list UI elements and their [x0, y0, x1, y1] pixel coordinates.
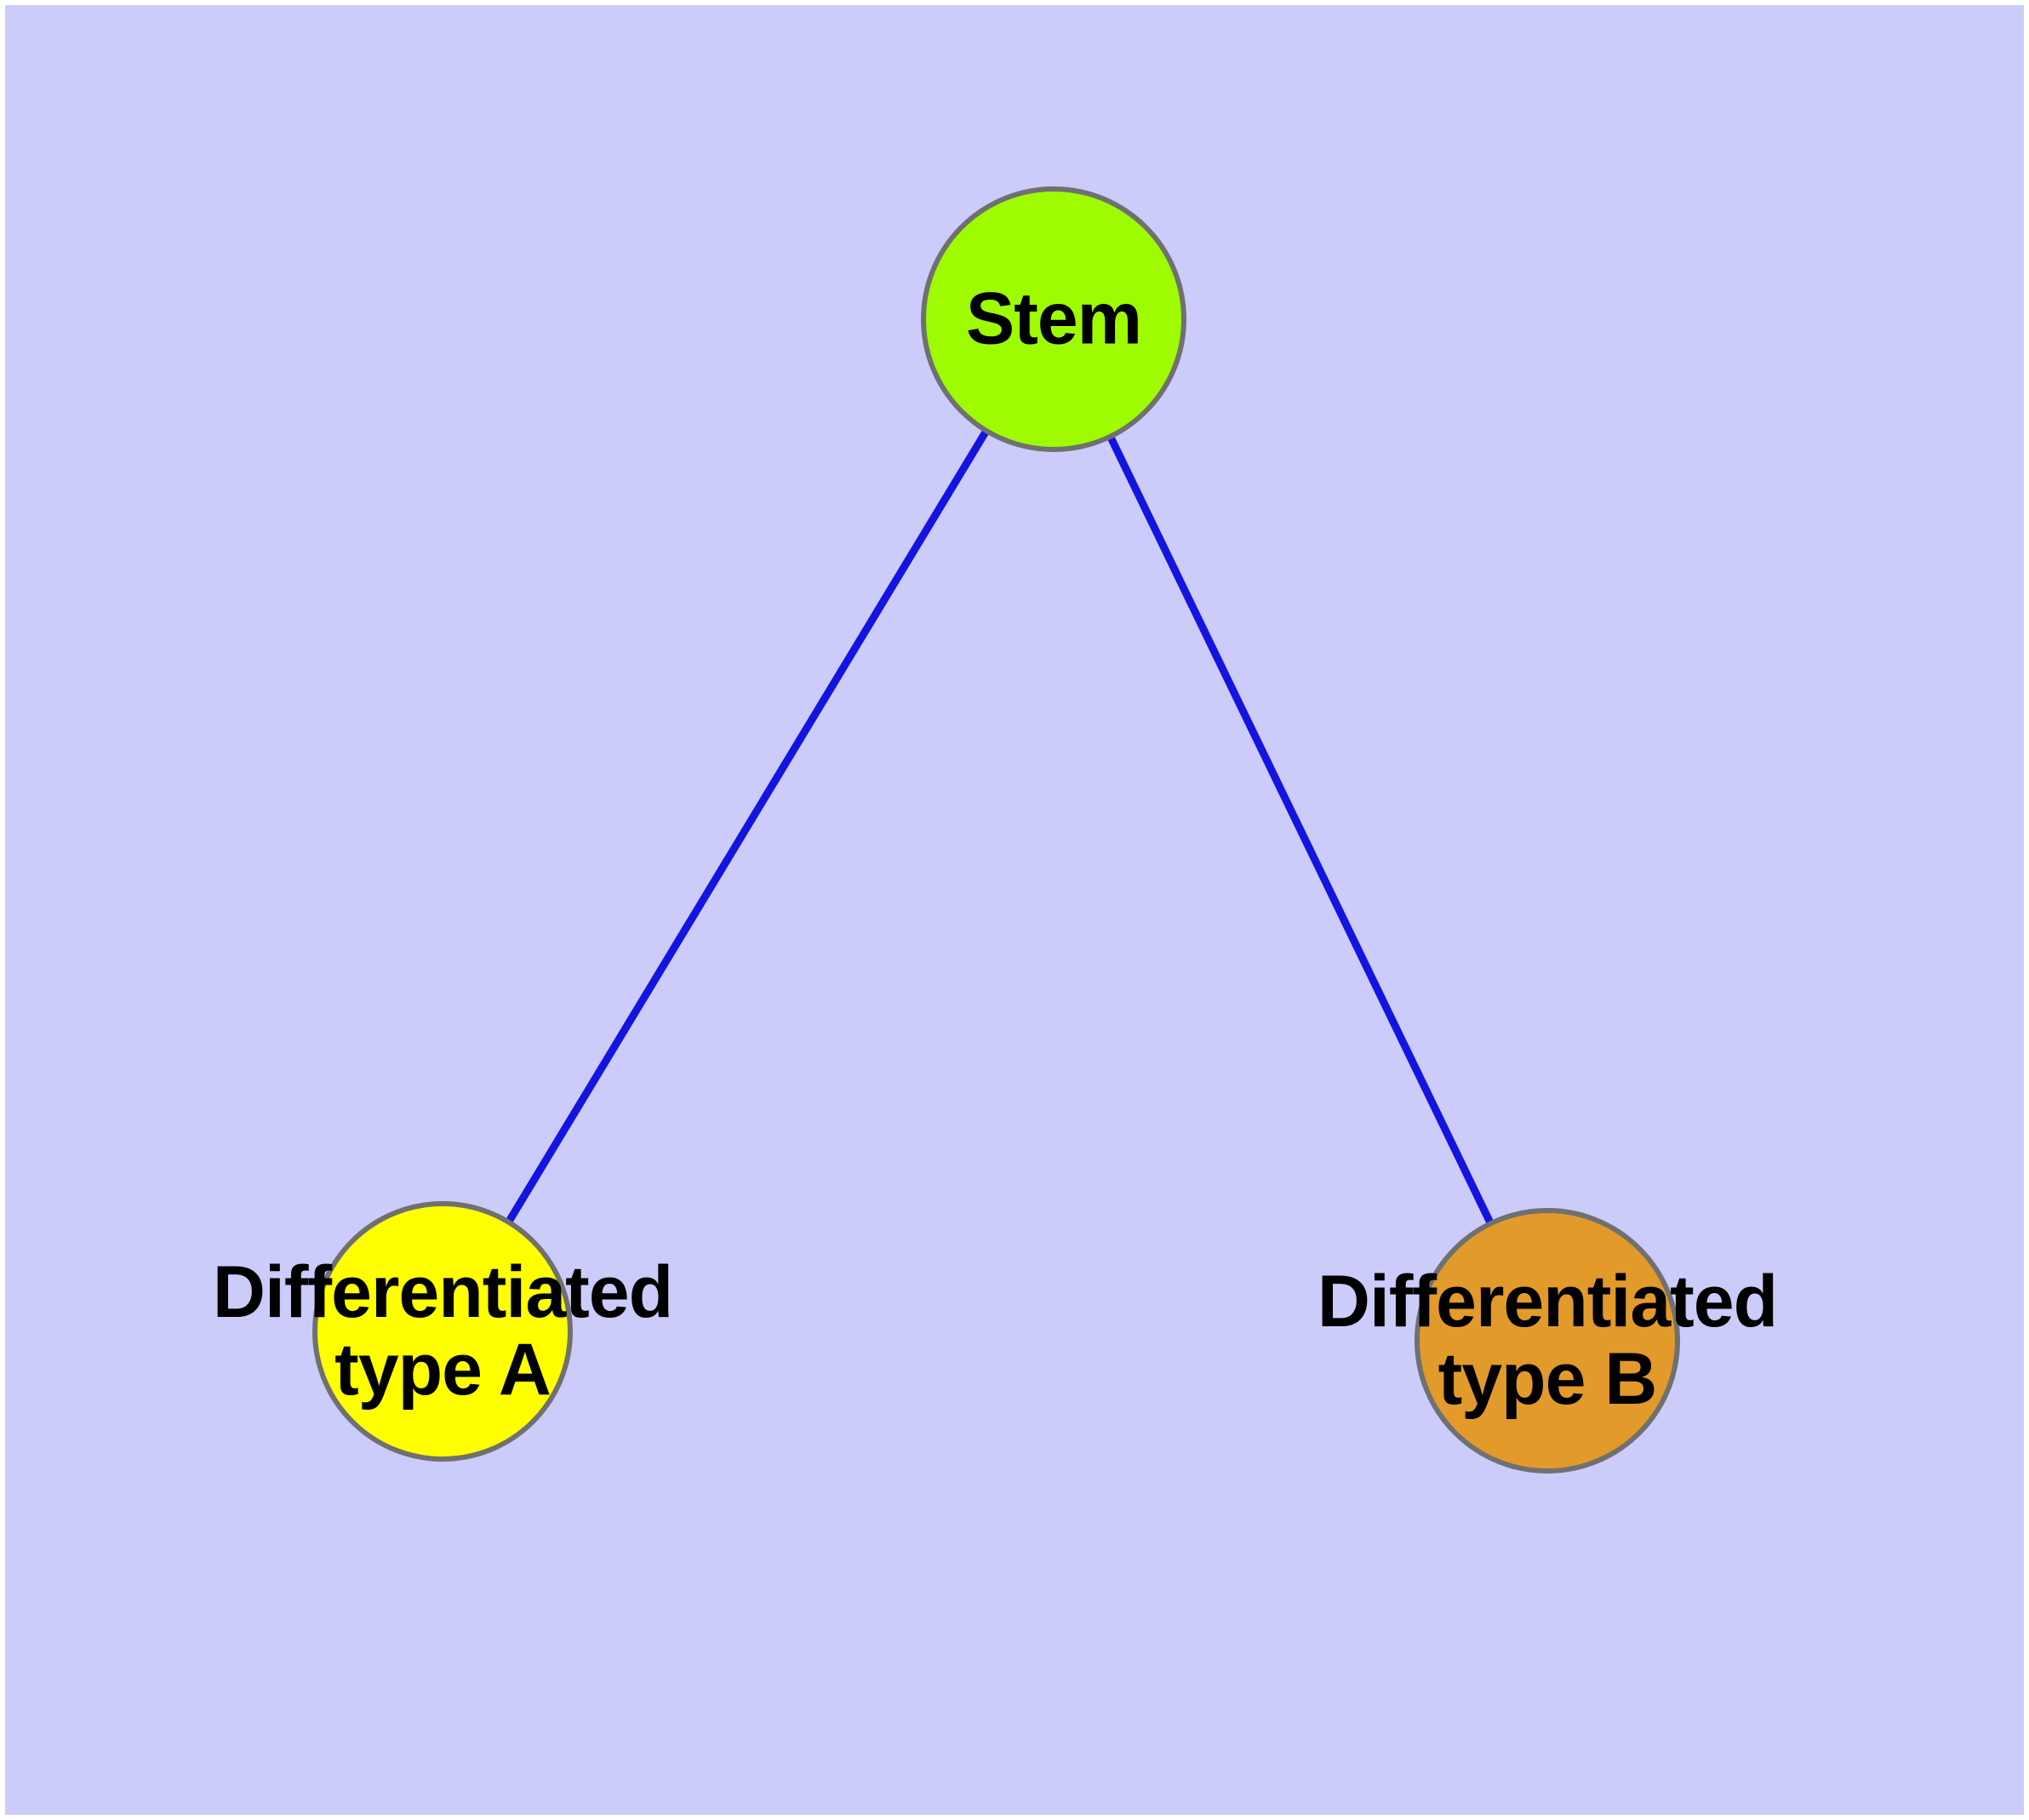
edge-stem-to-differentiated-type-b[interactable] — [1049, 318, 1552, 1342]
diagram-plot-area: Stem Differentiated type A Differentiate… — [5, 5, 2024, 1815]
node-layer — [312, 186, 1680, 1474]
node-link-graph — [312, 186, 1680, 1474]
node-differentiated-type-b[interactable] — [1415, 1208, 1680, 1474]
edge-layer — [439, 317, 1552, 1342]
node-stem[interactable] — [921, 186, 1186, 452]
edge-stem-to-differentiated-type-a[interactable] — [439, 317, 1057, 1334]
node-differentiated-type-a[interactable] — [312, 1201, 573, 1462]
